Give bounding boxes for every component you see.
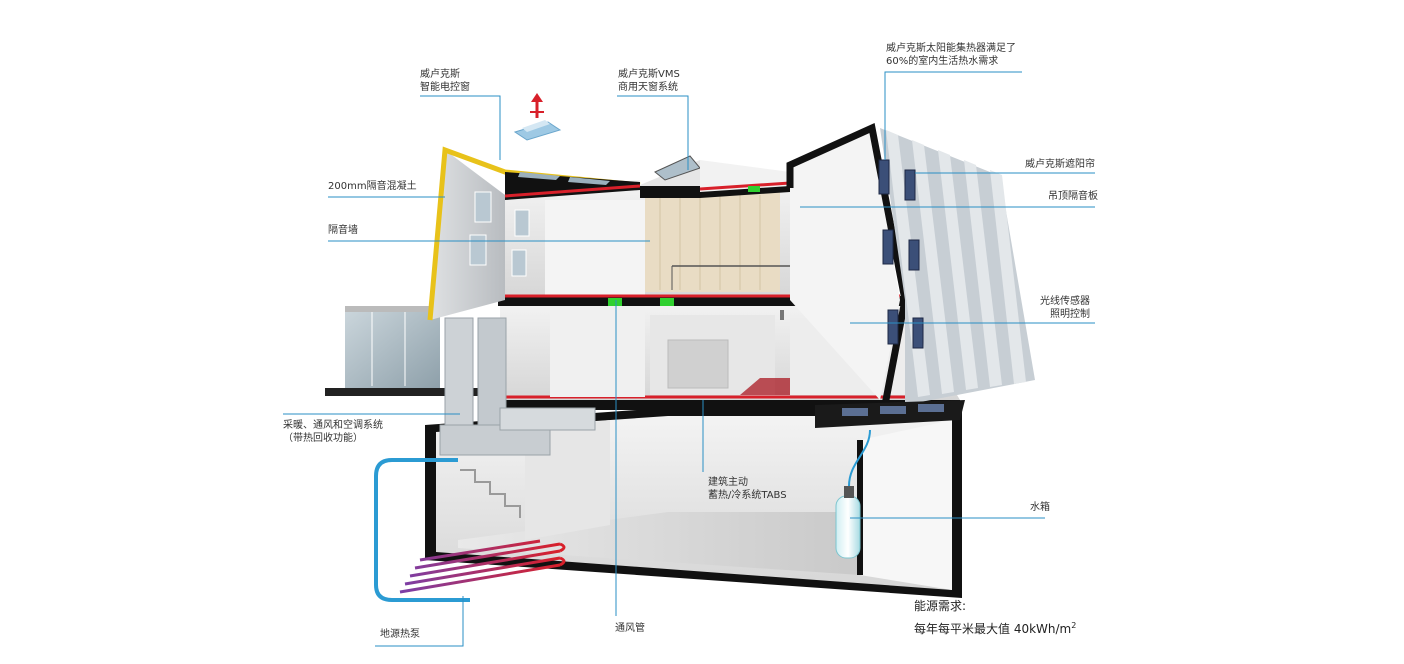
right-facade — [786, 122, 1035, 428]
leader-vms-skylight — [617, 95, 689, 170]
water-tank — [835, 429, 871, 559]
hvac-ducts — [439, 317, 596, 456]
glass-annex — [325, 306, 500, 396]
ground-floor — [500, 300, 960, 410]
label-concrete: 200mm隔音混凝土 — [328, 181, 417, 192]
energy-demand-value: 每年每平米最大值 40kWh/m2 — [914, 621, 1077, 636]
leader-ground-heat-pump — [375, 596, 464, 647]
energy-demand-title: 能源需求: — [914, 599, 967, 613]
energy-demand: 能源需求: 每年每平米最大值 40kWh/m2 — [914, 596, 1076, 639]
label-vent-pipe: 通风管 — [615, 623, 645, 634]
label-vms-skylight: 威卢克斯VMS 商用天窗系统 — [618, 69, 680, 93]
label-water-tank: 水箱 — [1030, 502, 1050, 513]
label-smart-window: 威卢克斯 智能电控窗 — [420, 69, 470, 93]
leader-lines — [283, 71, 1095, 647]
ground-heat-pump-loop — [374, 458, 566, 602]
solar-collectors — [878, 159, 924, 349]
facade-fins — [886, 130, 1026, 397]
label-ground-heat-pump: 地源热泵 — [380, 629, 420, 640]
leader-solar-collector — [884, 71, 1022, 160]
label-light-sensor: 光线传感器 照明控制 — [1040, 296, 1090, 320]
label-ceiling-panel: 吊顶隔音板 — [1048, 191, 1098, 202]
label-tabs: 建筑主动 蓄热/冷系统TABS — [708, 477, 787, 501]
label-hvac: 采暖、通风和空调系统 （带热回收功能） — [283, 420, 383, 444]
label-sunshade: 威卢克斯遮阳帘 — [1025, 159, 1095, 170]
roof-left — [427, 146, 641, 321]
roof-middle — [513, 93, 791, 198]
label-solar-collector: 威卢克斯太阳能集热器满足了 60%的室内生活热水需求 — [886, 43, 1016, 67]
skylight-icon — [513, 93, 562, 141]
leader-smart-window — [420, 95, 501, 160]
label-sound-wall: 隔音墙 — [328, 225, 358, 236]
